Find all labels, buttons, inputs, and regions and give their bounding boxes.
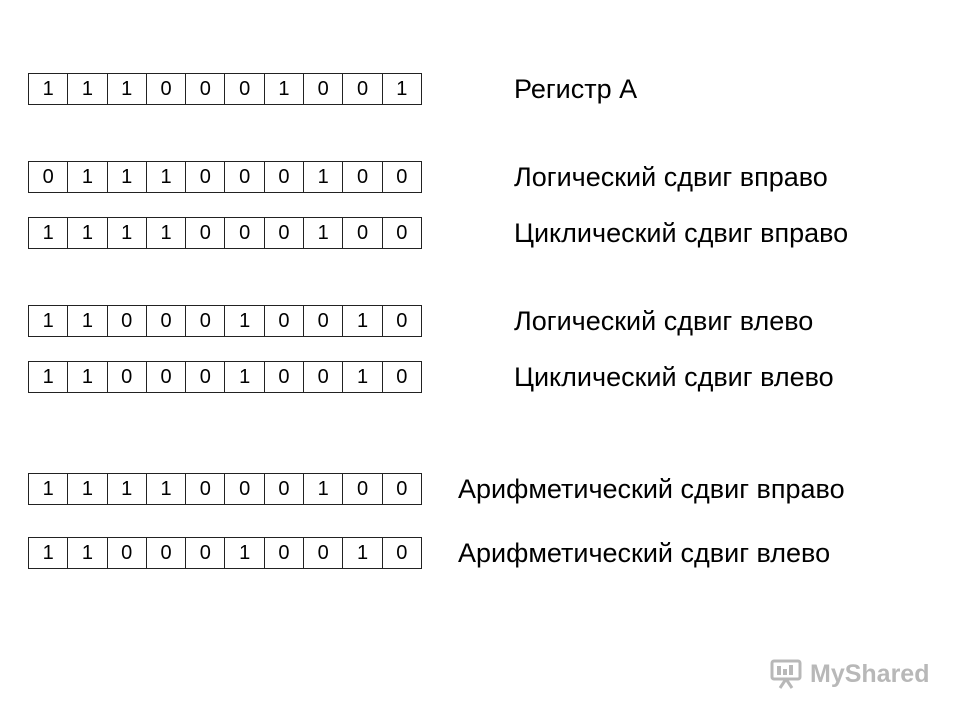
bit-cell: 0	[343, 474, 383, 504]
bit-cell: 0	[343, 218, 383, 248]
register-a: 1 1 1 0 0 0 1 0 0 1	[28, 73, 422, 105]
bit-cell: 0	[147, 74, 187, 104]
bit-cell: 0	[186, 218, 226, 248]
bit-cell: 1	[68, 162, 108, 192]
bit-cell: 0	[265, 362, 305, 392]
bit-cell: 1	[343, 362, 383, 392]
bit-cell: 1	[68, 218, 108, 248]
bit-cell: 0	[396, 221, 408, 244]
bit-cell: 1	[225, 306, 265, 336]
bit-cell: 1	[29, 362, 69, 392]
cyclic-shift-left-label: Циклический сдвиг влево	[514, 362, 834, 392]
bit-cell: 1	[396, 77, 408, 100]
bit-cell: 0	[108, 362, 147, 392]
cyclic-shift-right-register: 1 1 1 1 0 0 0 1 0 0	[28, 217, 422, 249]
bit-cell: 0	[186, 306, 226, 336]
bit-cell: 1	[304, 474, 344, 504]
bit-cell: 1	[108, 74, 147, 104]
bit-cell: 1	[147, 162, 187, 192]
arithmetic-shift-left-register: 1 1 0 0 0 1 0 0 1 0	[28, 537, 422, 569]
bit-cell: 0	[265, 306, 305, 336]
bit-cell: 1	[29, 74, 69, 104]
bit-cell: 1	[343, 306, 383, 336]
bit-cell: 0	[108, 538, 147, 568]
cyclic-shift-left-register: 1 1 0 0 0 1 0 0 1 0	[28, 361, 422, 393]
bit-cell: 1	[29, 474, 69, 504]
bit-cell: 0	[108, 306, 147, 336]
bit-cell: 0	[265, 538, 305, 568]
bit-cell: 1	[108, 218, 147, 248]
bit-cell: 0	[265, 218, 305, 248]
bit-cell: 0	[265, 474, 305, 504]
bit-cell: 1	[68, 474, 108, 504]
bit-cell: 1	[68, 74, 108, 104]
bit-cell: 1	[68, 362, 108, 392]
bit-cell: 1	[68, 538, 108, 568]
bit-cell: 1	[29, 218, 69, 248]
bit-cell: 0	[343, 74, 383, 104]
bit-cell: 0	[396, 541, 408, 564]
arithmetic-shift-left-label: Арифметический сдвиг влево	[458, 538, 831, 568]
bit-cell: 0	[186, 362, 226, 392]
arithmetic-shift-right-register: 1 1 1 1 0 0 0 1 0 0	[28, 473, 422, 505]
logical-shift-right-label: Логический сдвиг вправо	[514, 162, 828, 192]
bit-cell: 0	[225, 218, 265, 248]
bit-cell: 1	[147, 474, 187, 504]
bit-cell: 0	[225, 474, 265, 504]
watermark-text: MyShared	[810, 659, 930, 688]
bit-cell: 0	[265, 162, 305, 192]
presentation-board-icon	[770, 659, 802, 689]
bit-cell: 0	[147, 306, 187, 336]
bit-cell: 0	[186, 474, 226, 504]
bit-cell: 1	[304, 218, 344, 248]
logical-shift-left-register: 1 1 0 0 0 1 0 0 1 0	[28, 305, 422, 337]
bit-cell: 1	[29, 306, 69, 336]
bit-cell: 0	[186, 162, 226, 192]
bit-cell: 0	[147, 362, 187, 392]
bit-cell: 1	[225, 538, 265, 568]
bit-cell: 1	[68, 306, 108, 336]
bit-cell: 1	[108, 162, 147, 192]
bit-cell: 1	[29, 538, 69, 568]
bit-cell: 0	[396, 365, 408, 388]
bit-cell: 1	[225, 362, 265, 392]
bit-cell: 0	[186, 74, 226, 104]
bit-cell: 0	[304, 74, 344, 104]
bit-cell: 0	[147, 538, 187, 568]
watermark-logo: MyShared	[768, 656, 929, 692]
logical-shift-right-register: 0 1 1 1 0 0 0 1 0 0	[28, 161, 422, 193]
cyclic-shift-right-label: Циклический сдвиг вправо	[514, 218, 849, 248]
bit-cell: 0	[396, 165, 408, 188]
bit-cell: 0	[396, 477, 408, 500]
logical-shift-left-label: Логический сдвиг влево	[514, 306, 814, 336]
bit-cell: 0	[304, 362, 344, 392]
bit-cell: 0	[304, 306, 344, 336]
bit-cell: 0	[186, 538, 226, 568]
bit-cell: 0	[304, 538, 344, 568]
bit-cell: 1	[304, 162, 344, 192]
arithmetic-shift-right-label: Арифметический сдвиг вправо	[458, 474, 845, 504]
bit-cell: 0	[343, 162, 383, 192]
bit-cell: 0	[29, 162, 69, 192]
bit-cell: 0	[225, 74, 265, 104]
register-a-label: Регистр А	[514, 74, 638, 104]
bit-cell: 1	[265, 74, 305, 104]
bit-cell: 0	[225, 162, 265, 192]
bit-cell: 1	[108, 474, 147, 504]
bit-cell: 0	[396, 309, 408, 332]
bit-cell: 1	[147, 218, 187, 248]
bit-cell: 1	[343, 538, 383, 568]
